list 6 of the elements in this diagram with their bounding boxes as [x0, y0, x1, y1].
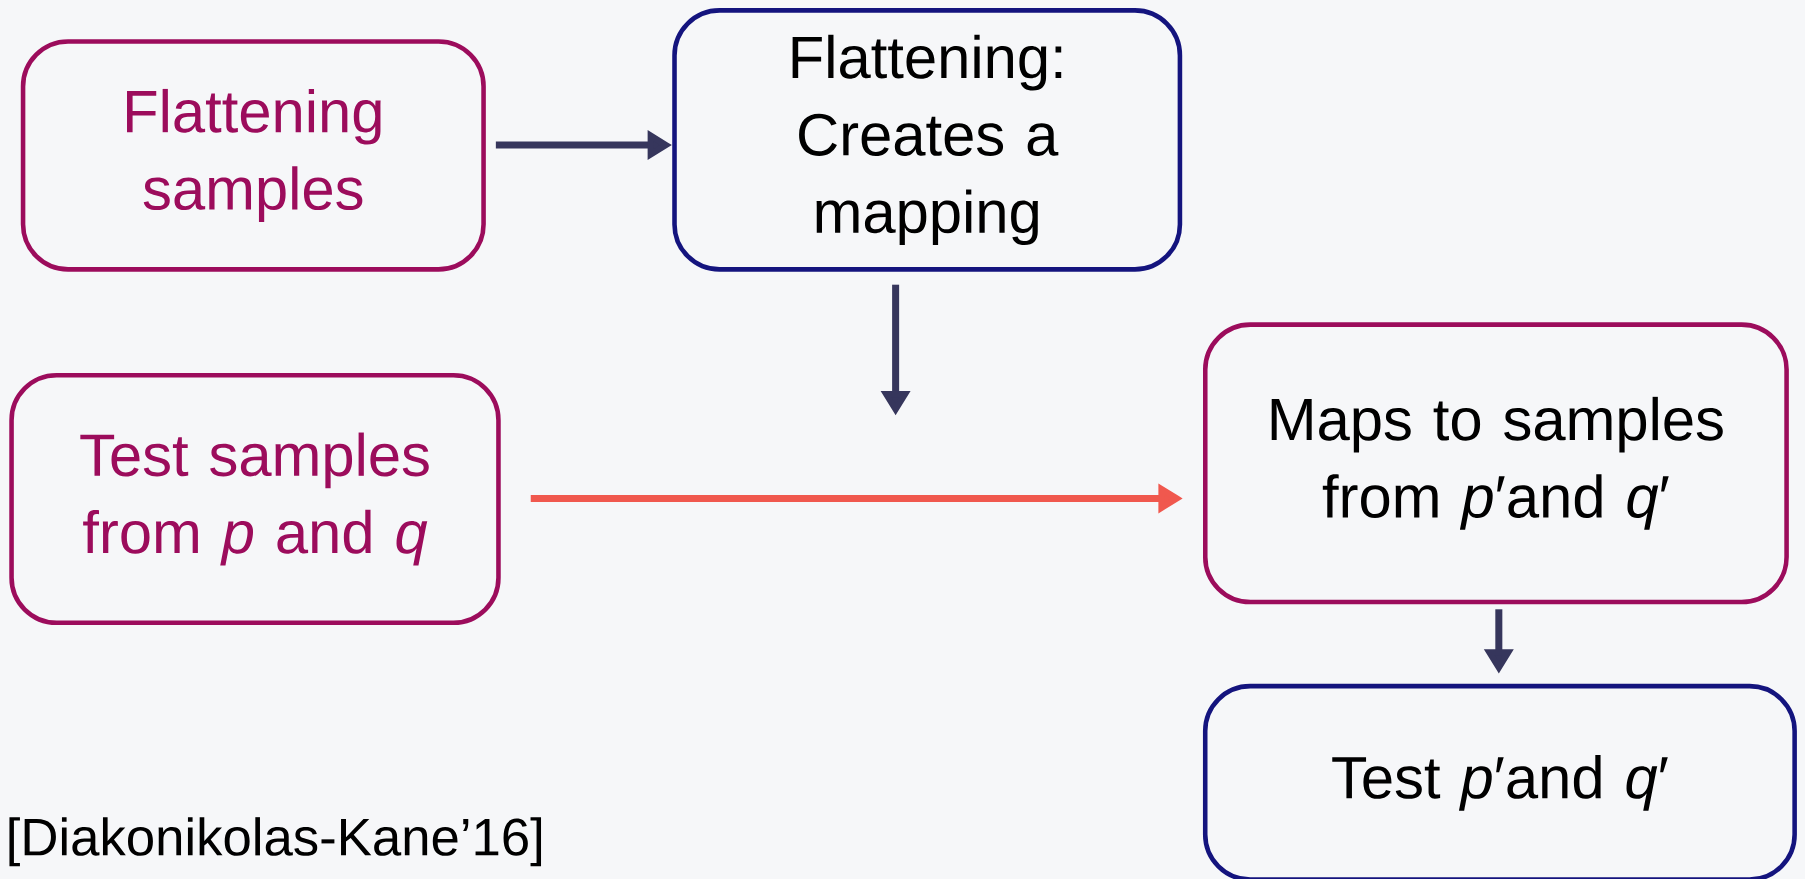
process-box: Maps to samples from p′and q′: [1203, 322, 1789, 605]
process-box: Test samples from p and q: [9, 372, 501, 626]
citation: [Diakonikolas-Kane’16]: [9, 817, 541, 867]
process-box: Test p′and q′: [1202, 683, 1797, 879]
process-box: Flattening samples: [20, 39, 486, 272]
process-box: Flattening: Creates a mapping: [672, 8, 1183, 272]
